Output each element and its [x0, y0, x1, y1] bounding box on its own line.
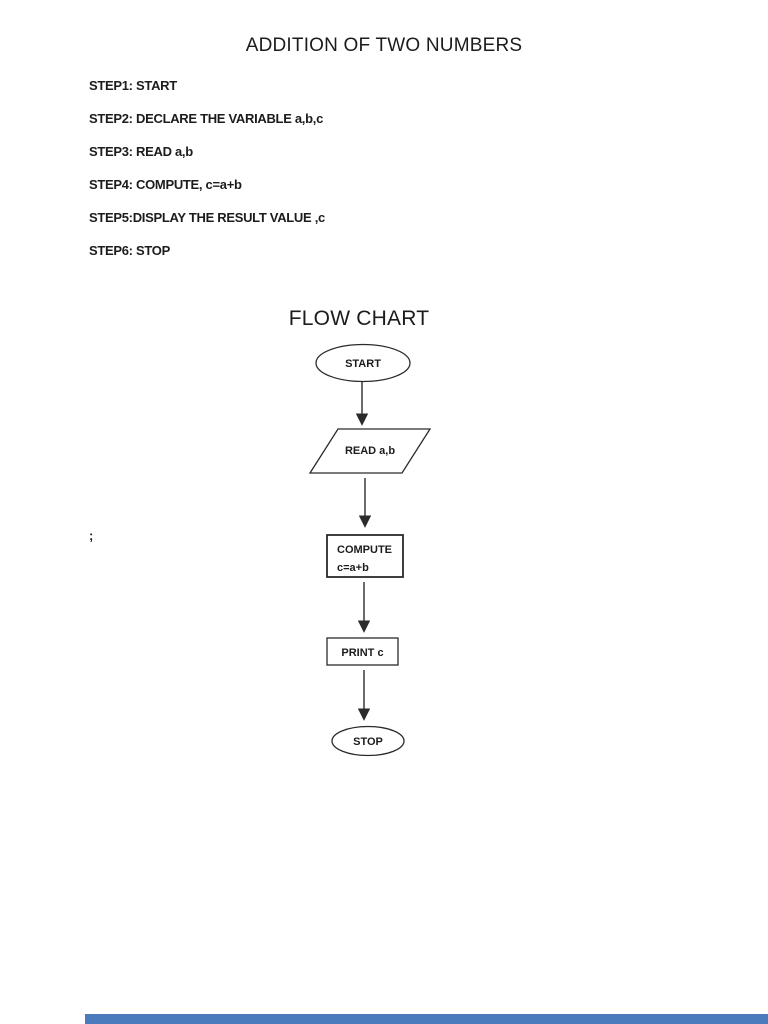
page-title: ADDITION OF TWO NUMBERS: [245, 35, 523, 56]
start-label: START: [345, 358, 381, 370]
algorithm-step-5: STEP5:DISPLAY THE RESULT VALUE ,c: [89, 210, 325, 225]
stray-semicolon: ;: [89, 528, 94, 543]
algorithm-step-3: STEP3: READ a,b: [89, 144, 193, 159]
print-process-box: [326, 637, 399, 666]
print-label: PRINT c: [341, 647, 383, 659]
compute-process-box: [326, 534, 404, 578]
compute-label-line2: c=a+b: [337, 562, 369, 574]
compute-label-line1: COMPUTE: [337, 544, 392, 556]
bottom-page-edge-bar: [85, 1014, 768, 1024]
flowchart-diagram: START READ a,b COMPUTE c=a+b PRINT c STO…: [308, 343, 432, 757]
stop-label: STOP: [353, 736, 383, 748]
flowchart-heading: FLOW CHART: [288, 307, 430, 330]
algorithm-step-4: STEP4: COMPUTE, c=a+b: [89, 177, 242, 192]
start-terminator-shape: [315, 343, 411, 383]
stop-terminator-shape: [331, 725, 405, 757]
algorithm-step-1: STEP1: START: [89, 78, 177, 93]
algorithm-step-2: STEP2: DECLARE THE VARIABLE a,b,c: [89, 111, 324, 126]
algorithm-step-6: STEP6: STOP: [89, 243, 170, 258]
read-label: READ a,b: [345, 445, 395, 457]
read-io-parallelogram: [308, 428, 432, 474]
